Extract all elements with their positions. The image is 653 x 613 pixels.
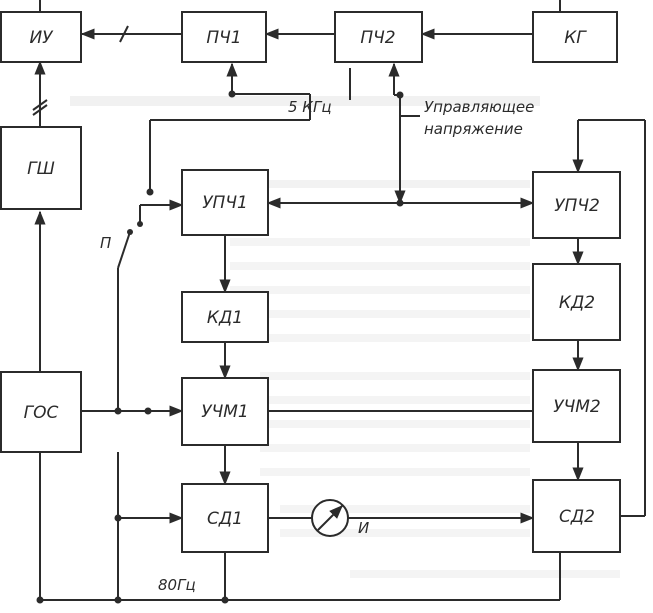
block-kg	[532, 11, 618, 63]
label-kd1: КД1	[207, 308, 243, 328]
label-sd1: СД1	[207, 509, 243, 529]
connection-lines	[32, 0, 646, 601]
label-meter: И	[358, 519, 369, 537]
label-freq-mod: 80Гц	[158, 576, 196, 594]
block-uchm1	[181, 377, 269, 446]
block-sd2	[532, 479, 621, 553]
junction-dots	[36, 90, 404, 604]
label-pch2: ПЧ2	[360, 28, 395, 48]
label-upch1: УПЧ1	[202, 193, 248, 213]
block-iu	[0, 11, 82, 63]
label-control-voltage-2: напряжение	[424, 120, 523, 138]
block-sd1	[181, 483, 269, 553]
block-kd2	[532, 263, 621, 341]
block-gos	[0, 371, 82, 453]
block-uchm2	[532, 369, 621, 443]
label-kd2: КД2	[559, 293, 595, 313]
block-upch1	[181, 169, 269, 236]
block-pch1	[181, 11, 267, 63]
label-uchm1: УЧМ1	[201, 402, 249, 422]
label-switch: П	[100, 234, 111, 252]
label-gsh: ГШ	[27, 159, 55, 179]
label-freq-if: 5 КГц	[288, 98, 332, 116]
label-kg: КГ	[564, 28, 587, 48]
label-gos: ГОС	[24, 403, 59, 423]
label-sd2: СД2	[559, 507, 595, 527]
label-upch2: УПЧ2	[554, 196, 600, 216]
label-control-voltage-1: Управляющее	[424, 98, 534, 116]
block-kd1	[181, 291, 269, 343]
label-pch1: ПЧ1	[206, 28, 241, 48]
block-upch2	[532, 171, 621, 239]
block-gsh	[0, 126, 82, 210]
meter-icon	[311, 499, 349, 537]
label-uchm2: УЧМ2	[553, 397, 601, 417]
block-pch2	[334, 11, 423, 63]
background-page-text	[70, 96, 620, 578]
label-iu: ИУ	[29, 28, 54, 48]
